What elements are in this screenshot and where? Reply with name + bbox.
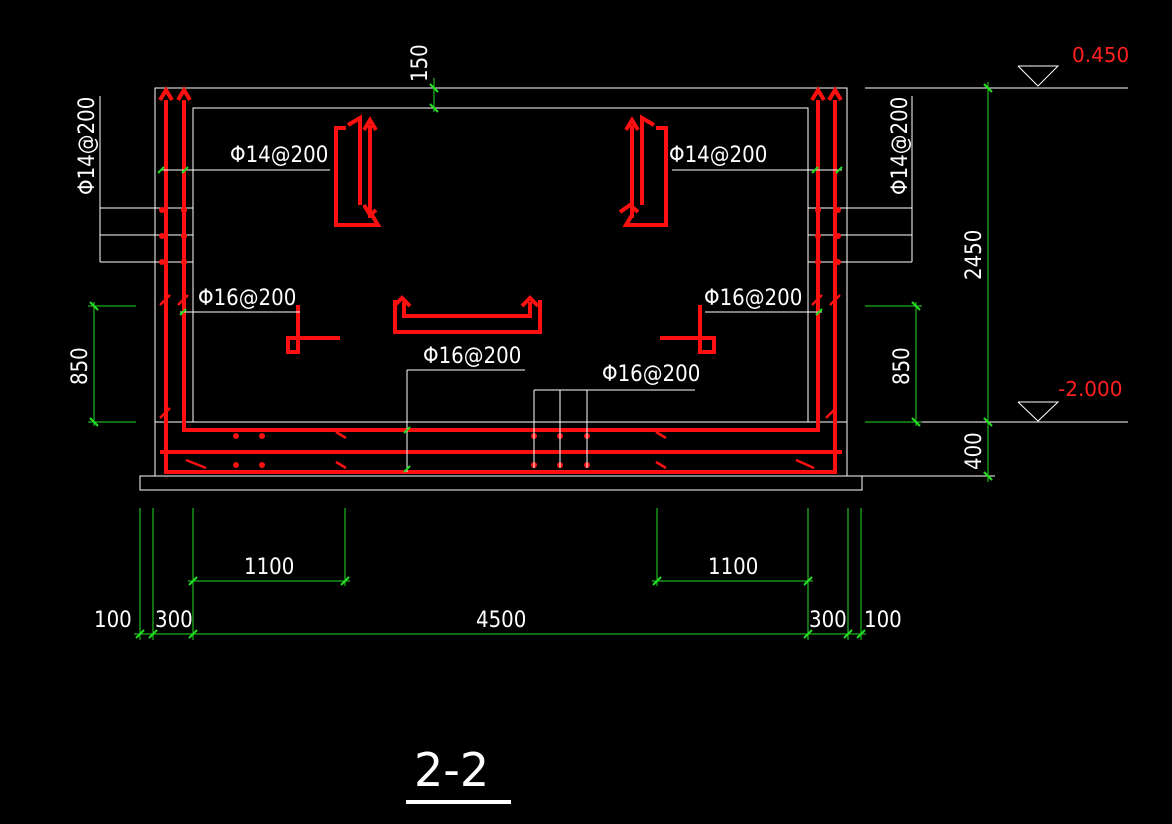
dim-bottom-4500: 4500 [476,608,526,633]
leader-lines [160,169,842,472]
dim-base-400: 400 [962,432,987,470]
rebar-label-top-right: Φ14@200 [669,143,767,168]
dimension-lines [88,78,993,640]
rebar-label-mid-left: Φ16@200 [198,286,296,311]
rebar-label-mid-right: Φ16@200 [704,286,802,311]
dim-bottom-100-right: 100 [864,608,902,633]
dim-right-1100: 1100 [708,555,758,580]
section-title: 2-2 [414,743,489,797]
dim-height-total: 2450 [962,230,987,280]
rebar-label-bottom-center-right: Φ16@200 [602,362,700,387]
dim-right-850: 850 [890,347,915,385]
rebar-label-bottom-center-left: Φ16@200 [423,344,521,369]
level-bottom-label: -2.000 [1058,377,1122,401]
level-marker-top [1017,65,1060,87]
dim-left-1100: 1100 [244,555,294,580]
dim-bottom-100-left: 100 [94,608,132,633]
dim-bottom-300-left: 300 [155,608,193,633]
dim-top-slab: 150 [408,44,433,82]
rebar-label-wall-left: Φ14@200 [75,97,100,195]
rebar-label-wall-right: Φ14@200 [888,97,913,195]
level-top-label: 0.450 [1072,43,1129,67]
level-marker-bottom [1017,401,1060,422]
rebar-label-top-left: Φ14@200 [230,143,328,168]
concrete-outline [99,87,1128,491]
dim-bottom-300-right: 300 [809,608,847,633]
title-underline [406,800,511,804]
dim-left-850: 850 [68,347,93,385]
rebar [158,86,843,474]
